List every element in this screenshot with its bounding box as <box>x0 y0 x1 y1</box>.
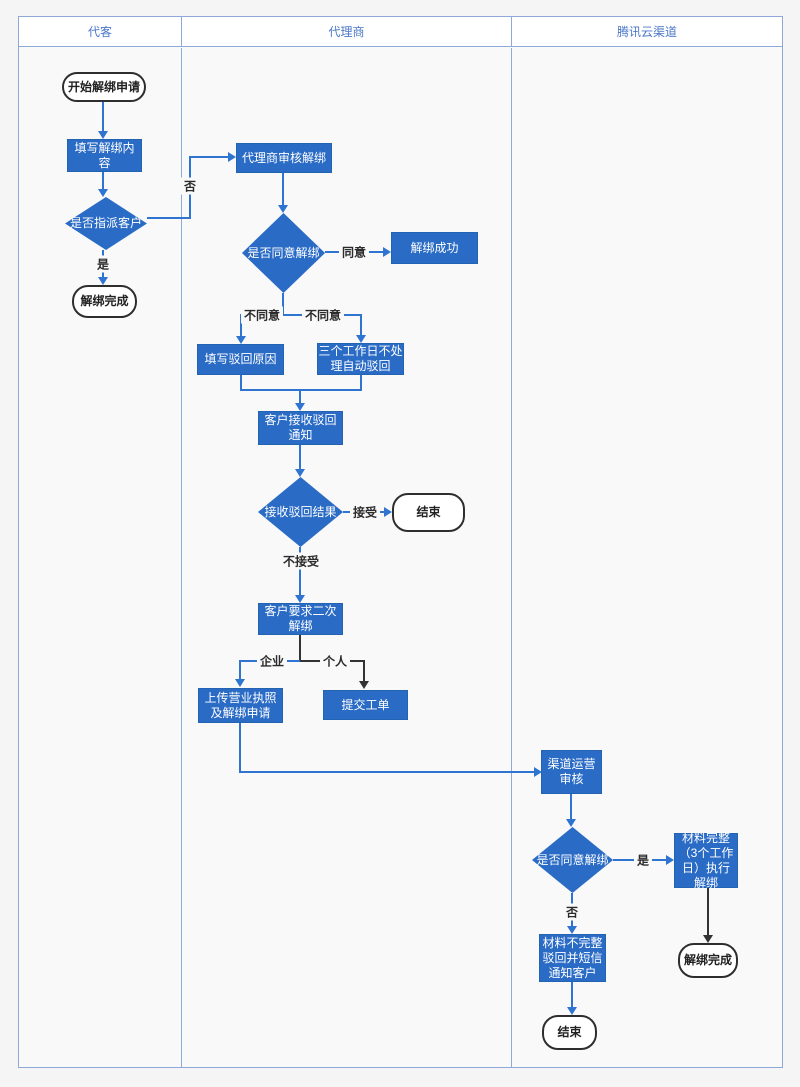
arrow-start-fill <box>98 131 108 139</box>
arrow-accept-end <box>384 507 392 517</box>
arrow-upload-license <box>235 679 245 687</box>
edge-channel-agree2 <box>570 794 572 821</box>
node-material-complete-execute: 材料完整（3个工作日）执行解绑 <box>674 831 738 890</box>
edge-merge-left <box>240 375 242 391</box>
node-unbind-done-1-terminator: 解绑完成 <box>72 285 137 318</box>
lane-divider-1 <box>181 48 182 1067</box>
arrow-material-incomplete <box>567 926 577 934</box>
edge-label-accept: 接受 <box>349 503 381 521</box>
node-unbind-success: 解绑成功 <box>391 232 478 264</box>
arrow-submit-ticket <box>359 681 369 689</box>
edge-enterprise-v <box>239 660 241 681</box>
edge-personal-v <box>363 660 365 682</box>
arrow-fill-assign <box>98 189 108 197</box>
edge-label-not-accept: 不接受 <box>279 552 323 570</box>
edge-label-no-2: 否 <box>562 903 582 921</box>
arrow-notaccept <box>295 595 305 603</box>
arrow-material-complete <box>666 855 674 865</box>
lane-title-tencent-channel: 腾讯云渠道 <box>616 25 677 39</box>
edge-merge-right <box>360 375 362 391</box>
edge-label-personal: 个人 <box>319 652 351 670</box>
edge-label-yes-2: 是 <box>633 851 653 869</box>
node-upload-license: 上传营业执照及解绑申请 <box>198 688 283 723</box>
node-unbind-done-2-terminator: 解绑完成 <box>678 943 738 978</box>
arrow-assign-agent-review <box>228 152 236 162</box>
arrow-channel-review <box>534 767 542 777</box>
edge-label-yes-1: 是 <box>93 255 113 273</box>
edge-label-disagree-left: 不同意 <box>240 306 284 324</box>
node-auto-reject: 三个工作日不处理自动驳回 <box>317 343 404 375</box>
arrow-fill-reject <box>236 336 246 344</box>
node-fill-unbind-content: 填写解绑内容 <box>67 139 142 172</box>
swimlane-pool <box>18 16 783 1068</box>
edge-label-agree: 同意 <box>338 243 370 261</box>
edge-label-disagree-right: 不同意 <box>301 306 345 324</box>
edge-merge-h <box>240 389 362 391</box>
arrow-assign-done <box>98 277 108 285</box>
edge-start-fill <box>102 102 104 134</box>
arrow-notice-result <box>295 469 305 477</box>
node-start-terminator: 开始解绑申请 <box>62 72 146 102</box>
edge-second-stem <box>299 635 301 662</box>
edge-disagree-right-v <box>360 314 362 337</box>
node-agent-review: 代理商审核解绑 <box>236 143 332 173</box>
node-receive-reject-notice: 客户接收驳回通知 <box>258 411 343 445</box>
node-material-incomplete-reject: 材料不完整驳回并短信通知客户 <box>539 934 606 982</box>
node-second-unbind-request: 客户要求二次解绑 <box>258 603 343 635</box>
lane-title-agent: 代理商 <box>182 17 512 46</box>
edge-review-agree <box>282 173 284 207</box>
edge-disagree-split <box>240 314 362 316</box>
edge-disagree-stem <box>282 293 284 315</box>
edge-upload-channel-h <box>239 771 535 773</box>
edge-upload-channel-v <box>239 723 241 773</box>
edge-notaccept <box>299 547 301 596</box>
edge-disagree-left-v <box>240 314 242 338</box>
node-fill-reject-reason: 填写驳回原因 <box>197 344 284 375</box>
edge-label-enterprise: 企业 <box>256 652 288 670</box>
edge-assign-no-h1 <box>147 217 191 219</box>
edge-assign-no-h2 <box>189 156 229 158</box>
node-end-2-terminator: 结束 <box>542 1015 597 1050</box>
arrow-unbind-done2 <box>703 935 713 943</box>
node-submit-ticket: 提交工单 <box>323 690 408 720</box>
lane-header-row: 代客 代理商 腾讯云渠道 <box>18 16 783 47</box>
edge-notice-result <box>299 445 301 470</box>
arrow-channel-agree2 <box>566 819 576 827</box>
edge-incomplete-end <box>571 982 573 1009</box>
arrow-agree-success <box>383 247 391 257</box>
edge-label-no-1: 否 <box>180 177 200 195</box>
lane-divider-2 <box>511 48 512 1067</box>
edge-fill-assign <box>102 172 104 191</box>
arrow-auto-reject <box>356 335 366 343</box>
node-end-1-terminator: 结束 <box>392 493 465 532</box>
arrow-end2 <box>567 1007 577 1015</box>
arrow-review-agree <box>278 205 288 213</box>
edge-merge-down <box>299 389 301 404</box>
lane-title-customer: 代客 <box>19 17 182 46</box>
arrow-merge-notice <box>295 403 305 411</box>
edge-complete-done <box>707 888 709 936</box>
node-channel-operation-review: 渠道运营审核 <box>541 750 602 794</box>
